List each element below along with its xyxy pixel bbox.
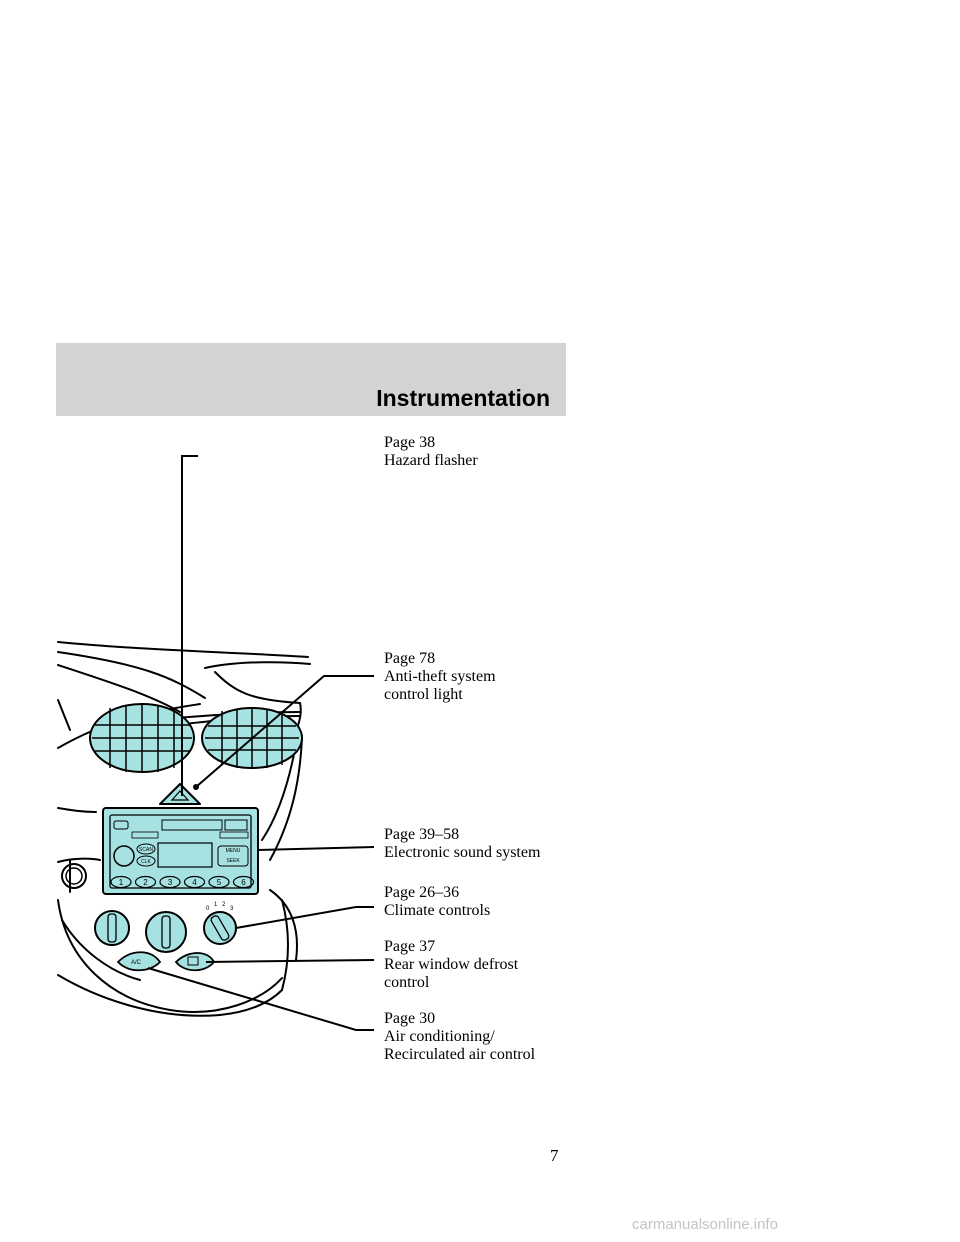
callout-aircon-label-1: Air conditioning/	[384, 1028, 495, 1045]
seek-label: SEEK	[226, 858, 240, 864]
callout-sound: Page 39–58 Electronic sound system	[384, 826, 540, 862]
preset-button-6	[232, 875, 255, 889]
callout-sound-label: Electronic sound system	[384, 844, 541, 861]
callout-climate: Page 26–36 Climate controls	[384, 884, 490, 920]
radio-unit: SCAN CLK MENU SEEK 1 2 3 4 5 6	[102, 807, 259, 895]
callout-hazard-label: Hazard flasher	[384, 452, 478, 469]
callout-hazard-page: Page 38	[384, 434, 436, 451]
callout-defrost-label-2: control	[384, 974, 430, 991]
leader-defrost	[205, 959, 375, 963]
preset-button-label: 1	[119, 878, 124, 887]
svg-text:3: 3	[230, 906, 234, 912]
leader-antitheft	[195, 675, 374, 788]
callout-climate-page: Page 26–36	[384, 884, 460, 901]
clk-button-label: CLK	[141, 859, 151, 865]
callout-defrost-label-1: Rear window defrost	[384, 956, 519, 973]
callout-defrost: Page 37 Rear window defrost control	[384, 938, 518, 992]
watermark: carmanualsonline.info	[632, 1216, 778, 1233]
callout-antitheft-label-2: control light	[384, 686, 463, 703]
svg-text:0: 0	[206, 906, 210, 912]
preset-buttons: 1 2 3 4 5 6	[110, 875, 255, 889]
ac-label: A/C	[131, 960, 142, 966]
svg-text:2: 2	[222, 902, 226, 908]
ac-defrost-panel: A/C	[116, 951, 216, 972]
preset-button-3	[159, 875, 181, 889]
preset-button-label: 4	[192, 878, 197, 887]
page-number: 7	[550, 1146, 559, 1165]
preset-button-5	[208, 875, 230, 889]
callout-aircon-page: Page 30	[384, 1010, 436, 1027]
svg-text:1: 1	[214, 902, 218, 908]
preset-button-label: 2	[143, 878, 148, 887]
preset-button-label: 5	[217, 878, 222, 887]
callout-defrost-page: Page 37	[384, 938, 436, 955]
leader-hazard	[181, 455, 198, 796]
leader-aircon	[147, 967, 374, 1031]
preset-button-label: 3	[168, 878, 173, 887]
section-title: Instrumentation	[376, 385, 550, 411]
preset-button-1	[110, 875, 132, 889]
callout-antitheft-label-1: Anti-theft system	[384, 668, 496, 685]
scan-button-label: SCAN	[139, 847, 153, 853]
callout-antitheft: Page 78 Anti-theft system control light	[384, 650, 496, 704]
section-header-band: Instrumentation	[56, 343, 566, 416]
leader-climate	[235, 906, 374, 929]
callout-aircon-label-2: Recirculated air control	[384, 1046, 536, 1063]
callout-hazard: Page 38 Hazard flasher	[384, 434, 478, 470]
hazard-button	[159, 783, 201, 805]
menu-label: MENU	[226, 848, 241, 854]
left-knob	[61, 863, 87, 889]
callout-climate-label: Climate controls	[384, 902, 491, 919]
preset-button-label: 6	[241, 878, 246, 887]
preset-button-2	[134, 875, 157, 889]
left-air-vent	[89, 703, 195, 773]
callout-sound-page: Page 39–58	[384, 826, 460, 843]
callout-aircon: Page 30 Air conditioning/ Recirculated a…	[384, 1010, 535, 1064]
callout-antitheft-page: Page 78	[384, 650, 436, 667]
preset-button-4	[183, 875, 206, 889]
leader-sound	[257, 846, 375, 851]
